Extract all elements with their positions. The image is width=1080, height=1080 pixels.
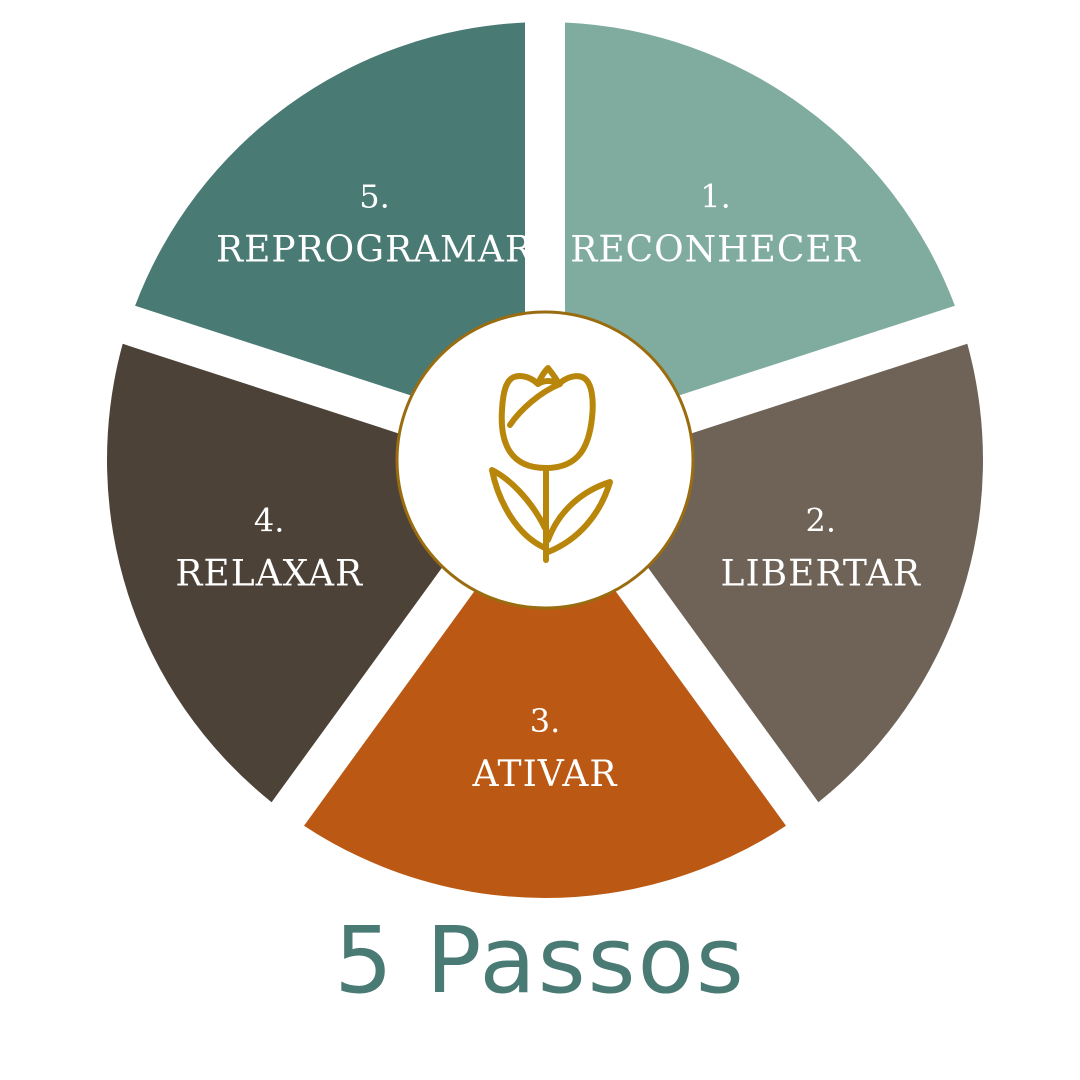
center-circle <box>395 310 695 610</box>
segment-4-label: RELAXAR <box>175 554 363 595</box>
segment-1-number: 1. <box>700 177 731 215</box>
page-title: 5 Passos <box>334 907 746 1014</box>
segment-3-label: ATIVAR <box>472 754 618 795</box>
segment-5-label: REPROGRAMAR <box>216 229 533 270</box>
segment-4-number: 4. <box>254 502 285 540</box>
tulip-icon <box>489 365 613 563</box>
segment-3-number: 3. <box>530 702 561 740</box>
segment-2-number: 2. <box>806 502 837 540</box>
segment-2-label: LIBERTAR <box>721 554 921 595</box>
segment-3 <box>304 471 786 898</box>
segment-5-number: 5. <box>359 177 390 215</box>
segment-1-label: RECONHECER <box>570 229 861 270</box>
